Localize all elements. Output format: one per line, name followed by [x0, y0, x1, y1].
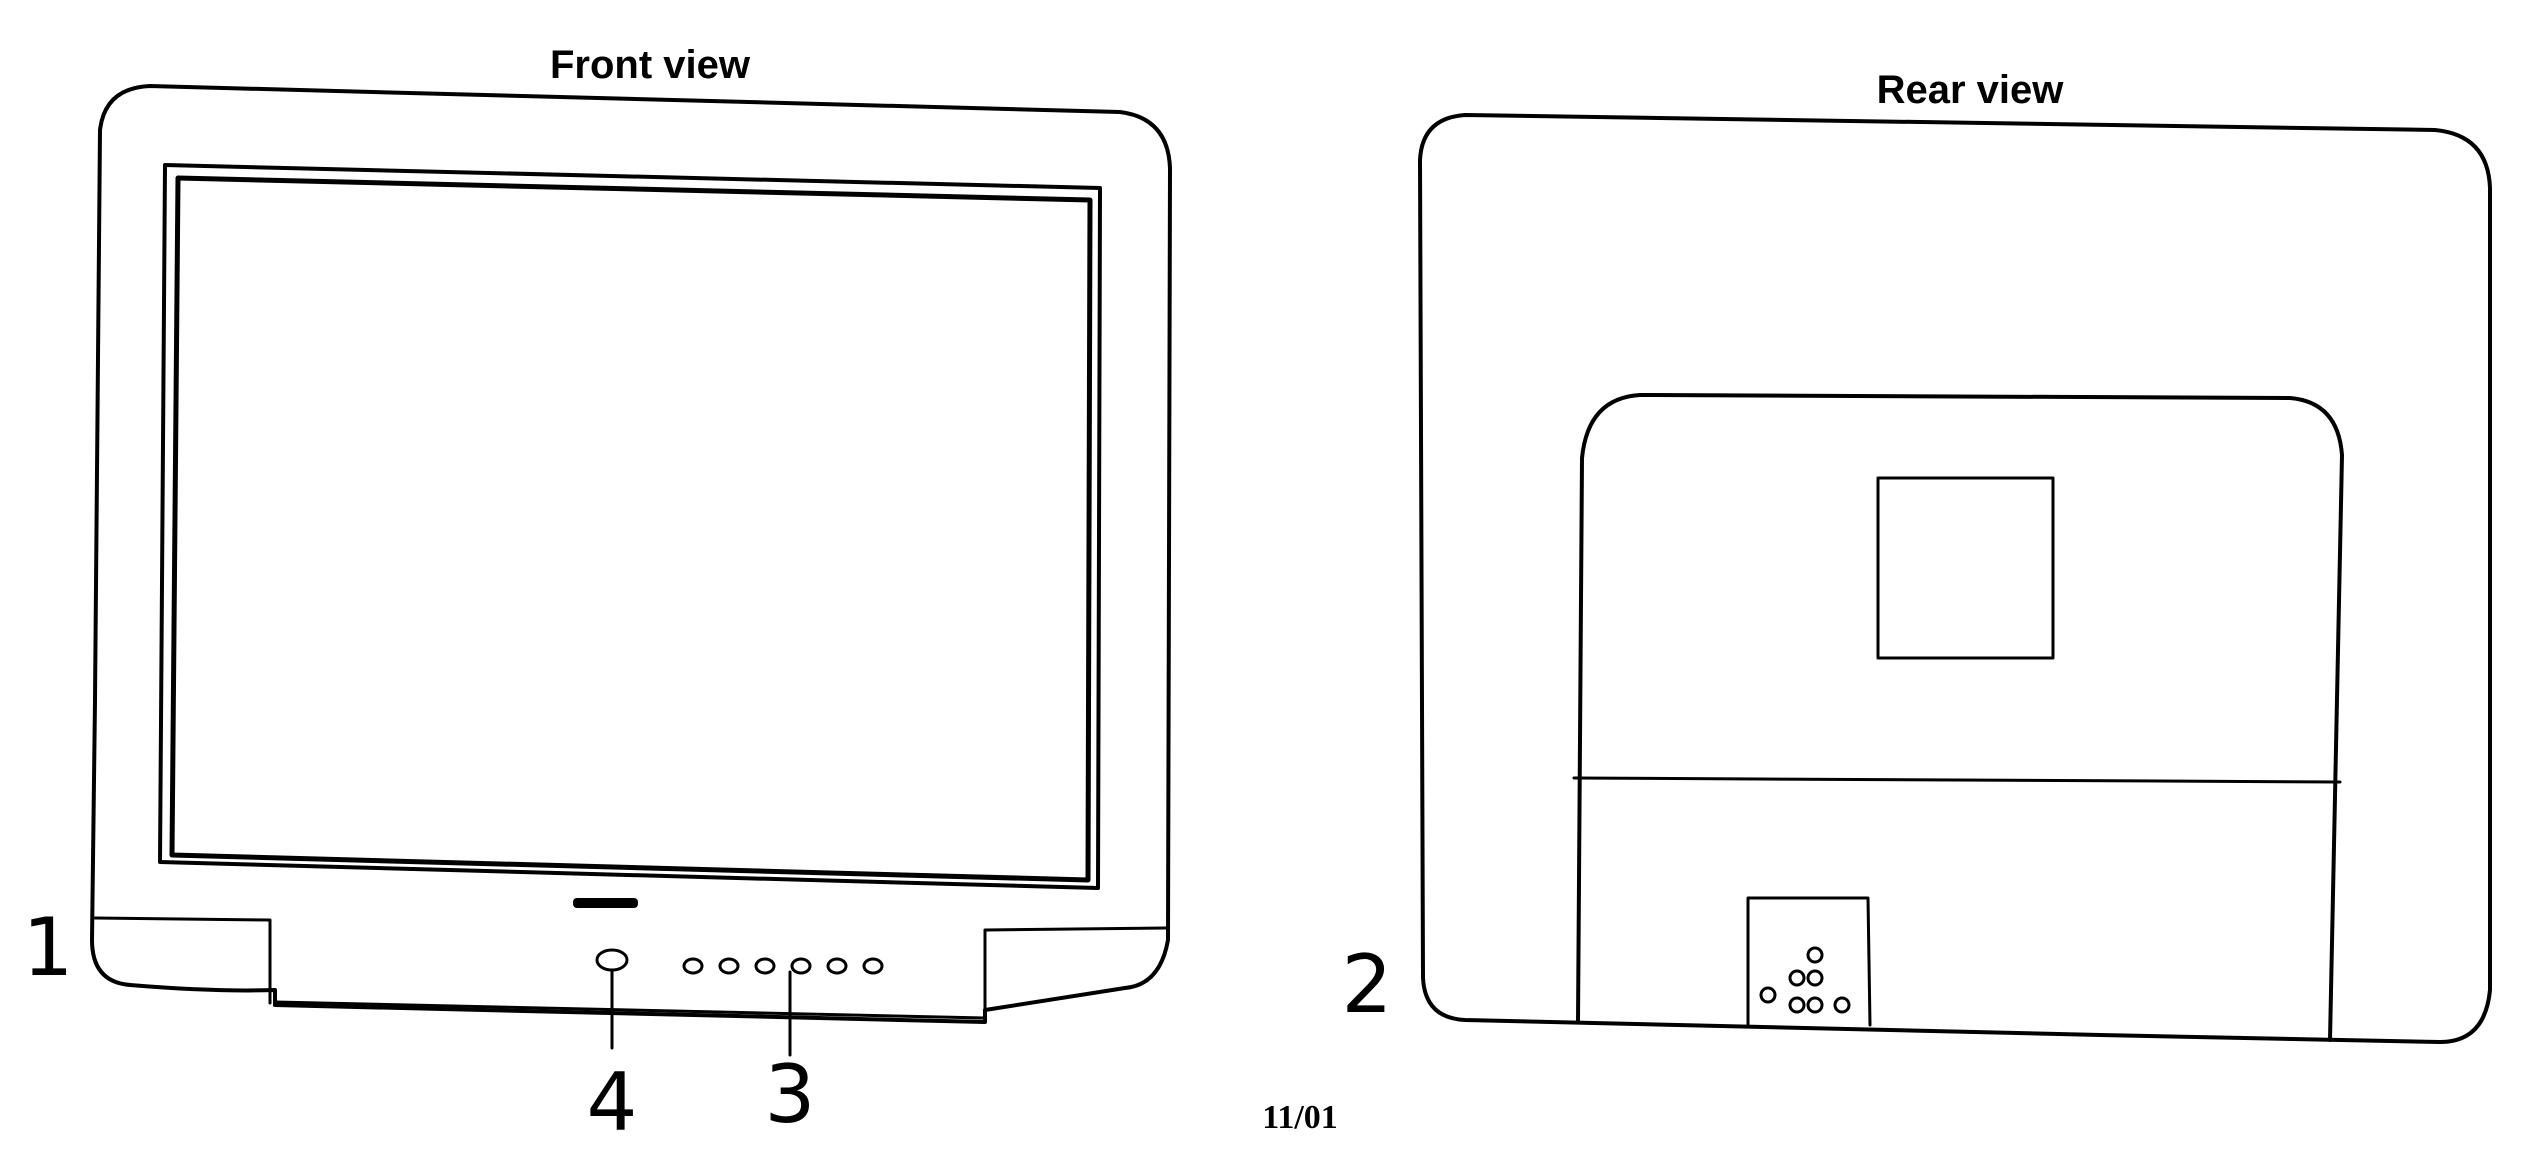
- av-jack-7: [1833, 996, 1851, 1014]
- rear-cabinet-outline: [1418, 113, 2492, 1044]
- rear-bulge-housing: [1576, 393, 2344, 1042]
- page-number: 11/01: [1262, 1099, 1338, 1136]
- front-control-buttons: [682, 957, 884, 975]
- front-lower-panel-line: [93, 916, 272, 1005]
- av-jack-4: [1759, 986, 1777, 1004]
- control-button-6[interactable]: [862, 957, 884, 975]
- callout-label-tv-rear: 2: [1342, 938, 1393, 1031]
- rear-label-panel: [1876, 476, 2055, 660]
- rear-view-title: Rear view: [1877, 68, 2065, 112]
- control-button-1[interactable]: [682, 957, 704, 975]
- av-jack-5: [1788, 996, 1806, 1014]
- front-screen-bezel: [158, 163, 1102, 890]
- control-button-3[interactable]: [754, 957, 776, 975]
- av-jack-1: [1806, 946, 1824, 964]
- front-view: Front view 1 4 3: [23, 43, 1172, 1149]
- rear-view: Rear view 2: [1342, 68, 2492, 1044]
- front-cabinet-outline: [90, 84, 1172, 1024]
- control-button-4[interactable]: [790, 957, 812, 975]
- control-button-5[interactable]: [826, 957, 848, 975]
- callout-label-power: 4: [587, 1056, 638, 1149]
- front-view-title: Front view: [550, 43, 751, 87]
- rear-connector-panel: [1746, 896, 1872, 1027]
- av-jack-2: [1788, 969, 1806, 987]
- callout-label-buttons: 3: [765, 1048, 816, 1141]
- av-jack-3: [1806, 969, 1824, 987]
- brand-logo: [573, 898, 638, 908]
- rear-av-jacks: [1759, 946, 1851, 1014]
- front-lower-panel-line-right: [983, 926, 1168, 1020]
- front-bottom-edge: [273, 1000, 987, 1020]
- power-button[interactable]: [595, 948, 629, 972]
- callout-label-tv-front: 1: [23, 901, 74, 994]
- av-jack-6: [1806, 996, 1824, 1014]
- control-button-2[interactable]: [718, 957, 740, 975]
- rear-divider-line: [1572, 776, 2342, 784]
- front-screen: [169, 175, 1093, 883]
